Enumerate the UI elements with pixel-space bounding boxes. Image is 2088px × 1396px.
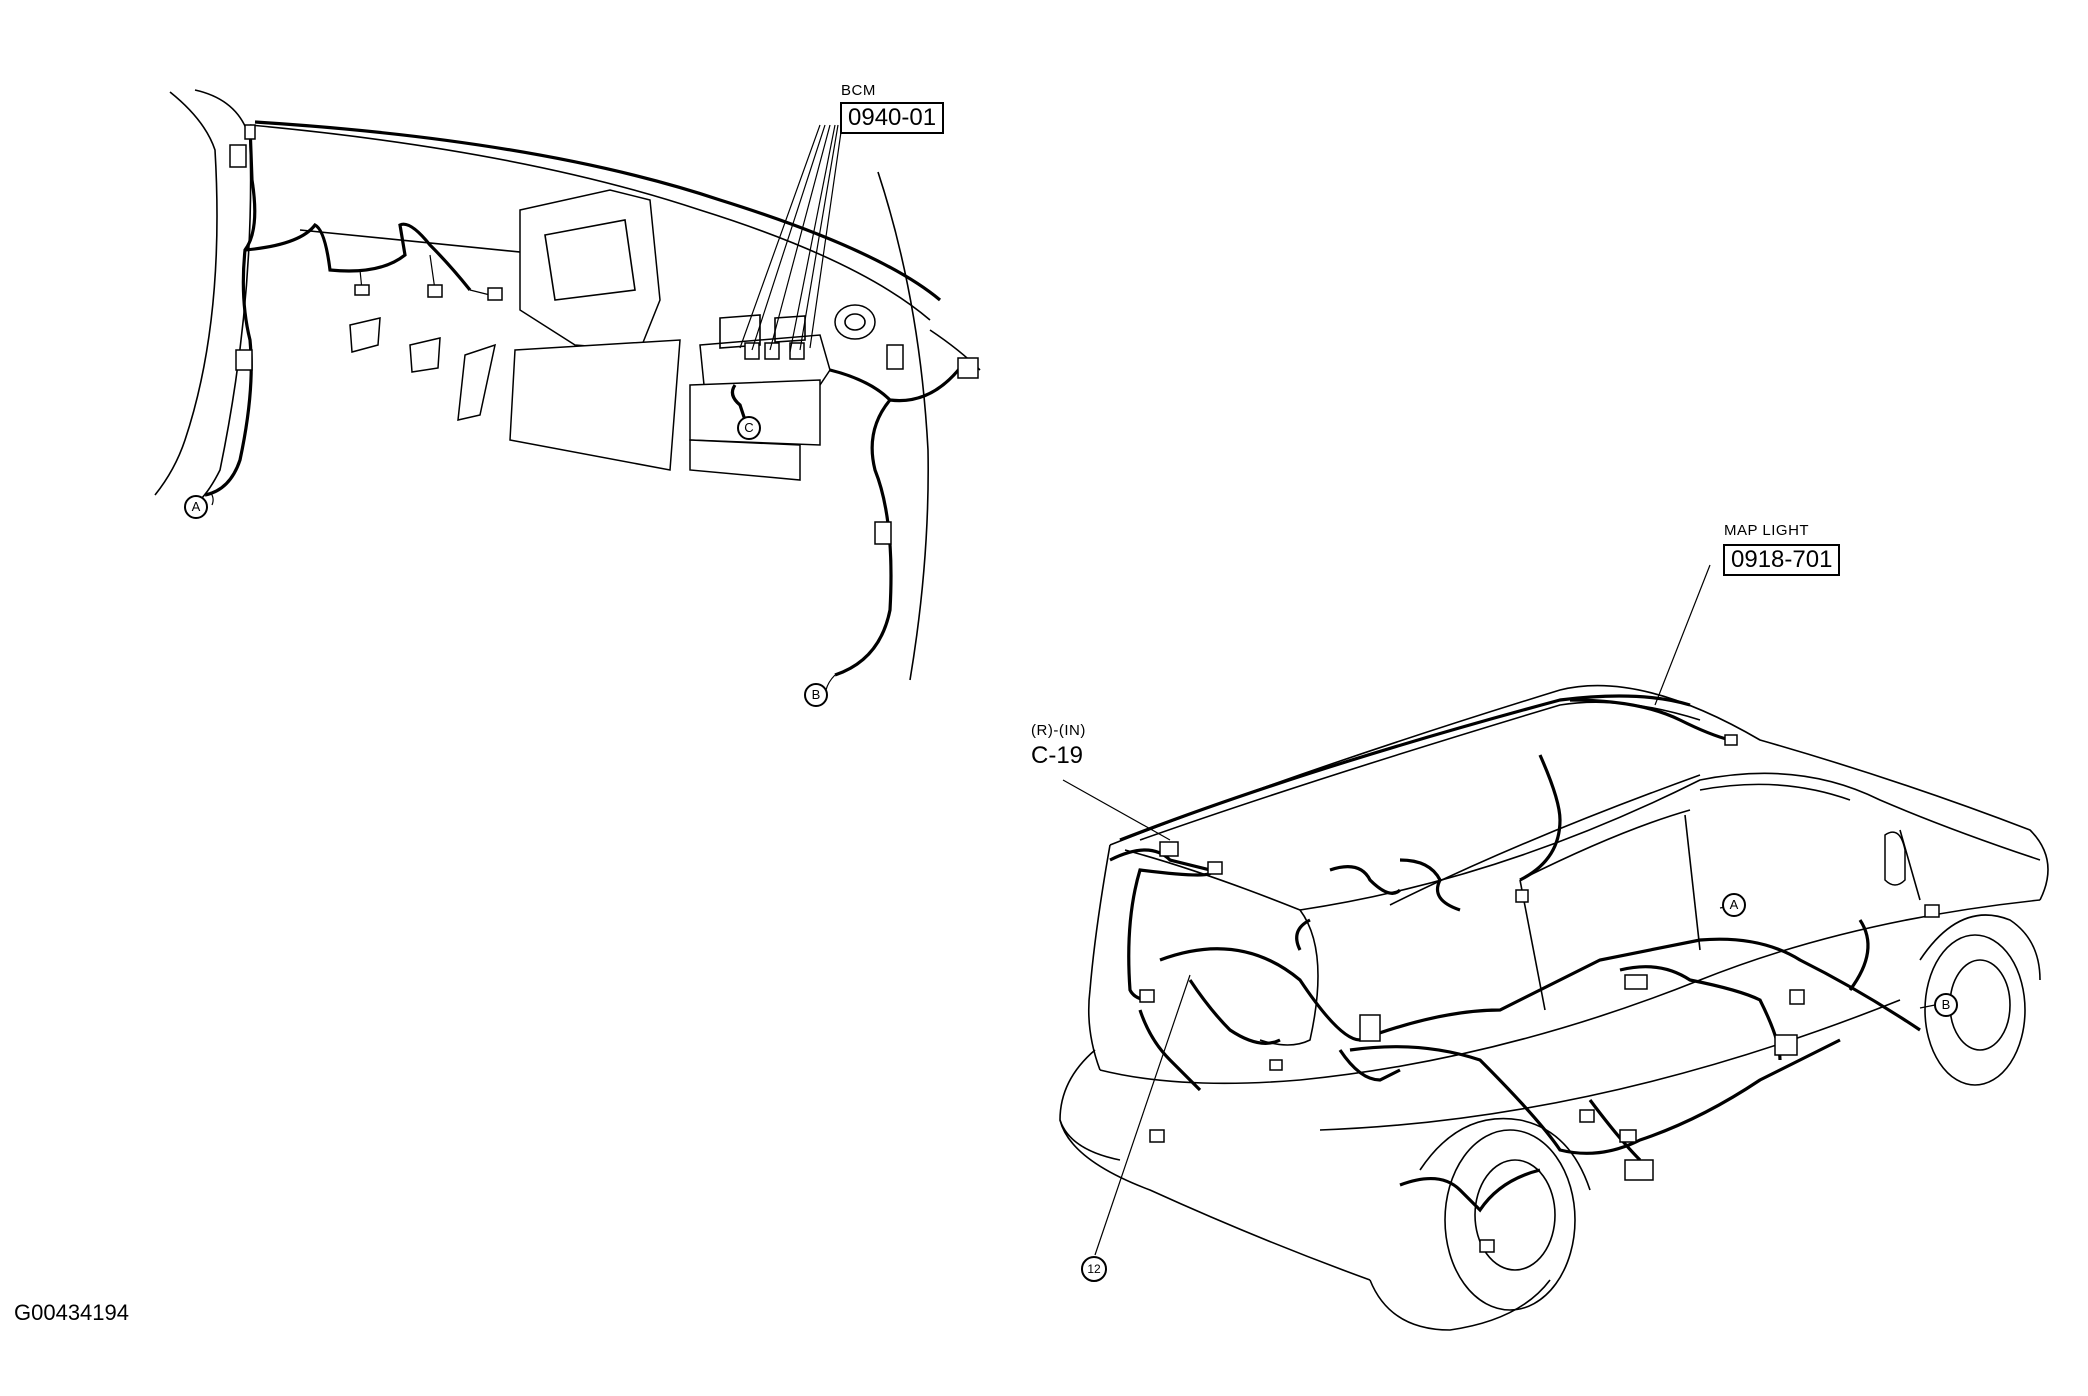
figure-id: G00434194: [14, 1300, 129, 1325]
c19-sub-label: (R)-(IN): [1031, 722, 1086, 739]
map-light-title: MAP LIGHT: [1724, 522, 1810, 539]
marker-a-dashboard: A: [184, 495, 208, 519]
vehicle-illustration: [1059, 564, 2049, 1331]
marker-b-dashboard: B: [804, 683, 828, 707]
marker-a-vehicle: A: [1722, 893, 1746, 917]
map-light-code-box: 0918-701: [1723, 544, 1841, 576]
marker-c-dashboard: C: [737, 416, 761, 440]
marker-12: 12: [1081, 1256, 1107, 1282]
bcm-code-box: 0940-01: [840, 102, 945, 134]
dashboard-illustration: [154, 89, 981, 691]
c19-code-label: C-19: [1031, 742, 1084, 769]
marker-b-vehicle: B: [1934, 993, 1958, 1017]
bcm-title: BCM: [841, 82, 876, 99]
